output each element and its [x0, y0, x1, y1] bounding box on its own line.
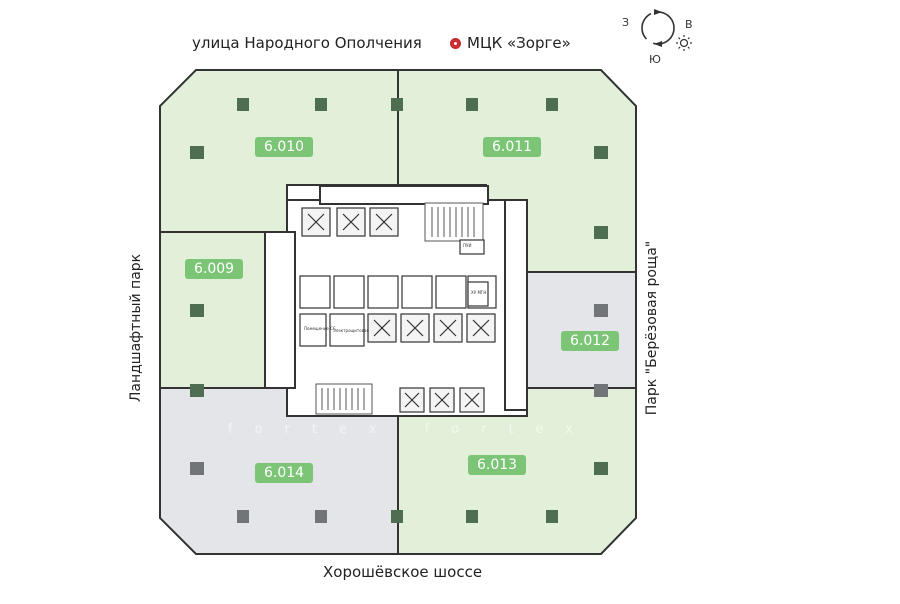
columns-available — [190, 98, 608, 523]
small-rooms — [299, 239, 489, 347]
compass-icon — [641, 9, 675, 47]
watermark: fortex fortex — [228, 422, 596, 437]
compass-west: З — [622, 16, 630, 29]
unit-6-009-area[interactable] — [159, 231, 266, 389]
core-room-label-4: ХУ МГН — [471, 290, 487, 295]
park-name-right: Парк "Берёзовая роща" — [644, 240, 660, 416]
columns-sold — [190, 304, 608, 523]
compass-south: Ю — [649, 53, 661, 66]
core-room-label-3: ПУИ — [463, 243, 472, 248]
middle-elevators — [367, 313, 496, 343]
core-room-label-2: Электрощитовая — [333, 328, 369, 333]
street-name-bottom: Хорошёвское шоссе — [323, 563, 483, 581]
unit-label-6-013[interactable]: 6.013 — [468, 455, 527, 475]
top-elevators — [301, 207, 399, 237]
bottom-elevators — [399, 387, 485, 413]
top-stair — [424, 202, 484, 242]
metro-station: МЦК «Зорге» — [450, 34, 571, 52]
compass-east: В — [685, 18, 693, 31]
street-name-top: улица Народного Ополчения — [192, 34, 422, 52]
station-label: МЦК «Зорге» — [467, 34, 571, 52]
station-marker-icon — [450, 37, 461, 49]
park-name-left: Ландшафтный парк — [128, 253, 144, 403]
bottom-stair — [315, 383, 373, 415]
unit-6-012-area[interactable] — [526, 271, 637, 389]
unit-label-6-011[interactable]: 6.011 — [483, 137, 542, 157]
unit-label-6-010[interactable]: 6.010 — [255, 137, 314, 157]
core-room-label-1: Помещение СС — [304, 326, 336, 331]
unit-label-6-009[interactable]: 6.009 — [185, 259, 244, 279]
unit-label-6-012[interactable]: 6.012 — [561, 331, 620, 351]
central-core — [264, 185, 528, 417]
sun-icon — [676, 35, 692, 51]
unit-label-6-014[interactable]: 6.014 — [255, 463, 314, 483]
